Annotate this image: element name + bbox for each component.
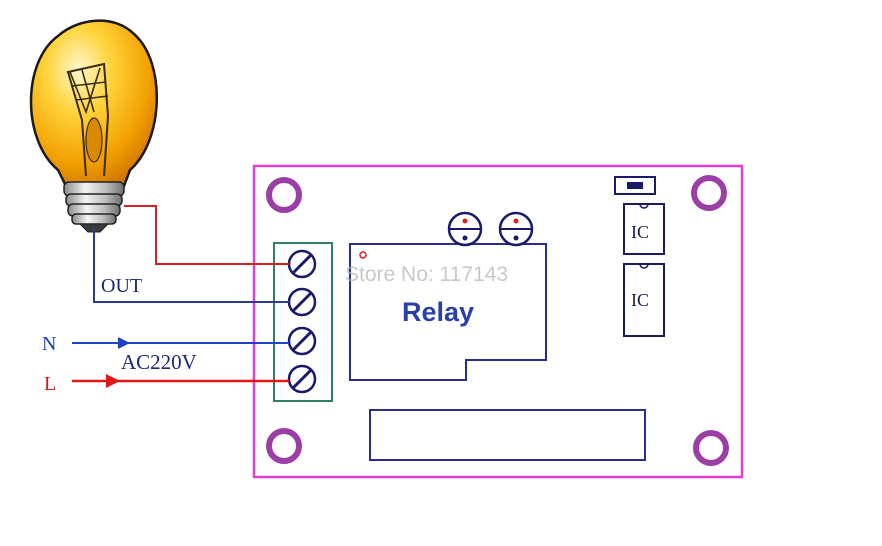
screw-terminal-icon <box>287 287 317 317</box>
relay-board-outline <box>252 164 744 479</box>
terminal-block <box>273 242 333 402</box>
l-label: L <box>44 373 56 395</box>
n-arrow-head <box>118 337 130 349</box>
ic-chip-icon <box>623 203 665 255</box>
led-icon <box>498 211 534 247</box>
mounting-hole-icon <box>691 175 727 211</box>
connector-strip <box>369 409 646 461</box>
ic-chip-icon <box>623 263 665 337</box>
screw-terminal-icon <box>287 364 317 394</box>
l-arrow-head <box>106 374 120 388</box>
out-wire-red <box>124 205 289 265</box>
relay-label: Relay <box>402 297 474 327</box>
ac-voltage-label: AC220V <box>121 350 197 374</box>
store-watermark: Store No: 117143 <box>345 263 508 286</box>
out-label: OUT <box>101 275 142 297</box>
relay-pin1-marker <box>359 251 367 259</box>
mounting-hole-icon <box>266 177 302 213</box>
relay-component <box>349 243 547 381</box>
mounting-hole-icon <box>693 430 729 466</box>
crystal-body <box>627 182 643 189</box>
light-bulb-icon <box>29 19 159 233</box>
led-icon <box>447 211 483 247</box>
screw-terminal-icon <box>287 326 317 356</box>
screw-terminal-icon <box>287 249 317 279</box>
ic-label-2: IC <box>631 290 649 310</box>
n-label: N <box>42 333 56 355</box>
mounting-hole-icon <box>266 428 302 464</box>
ic-label-1: IC <box>631 222 649 242</box>
out-wire-blue <box>93 228 289 303</box>
